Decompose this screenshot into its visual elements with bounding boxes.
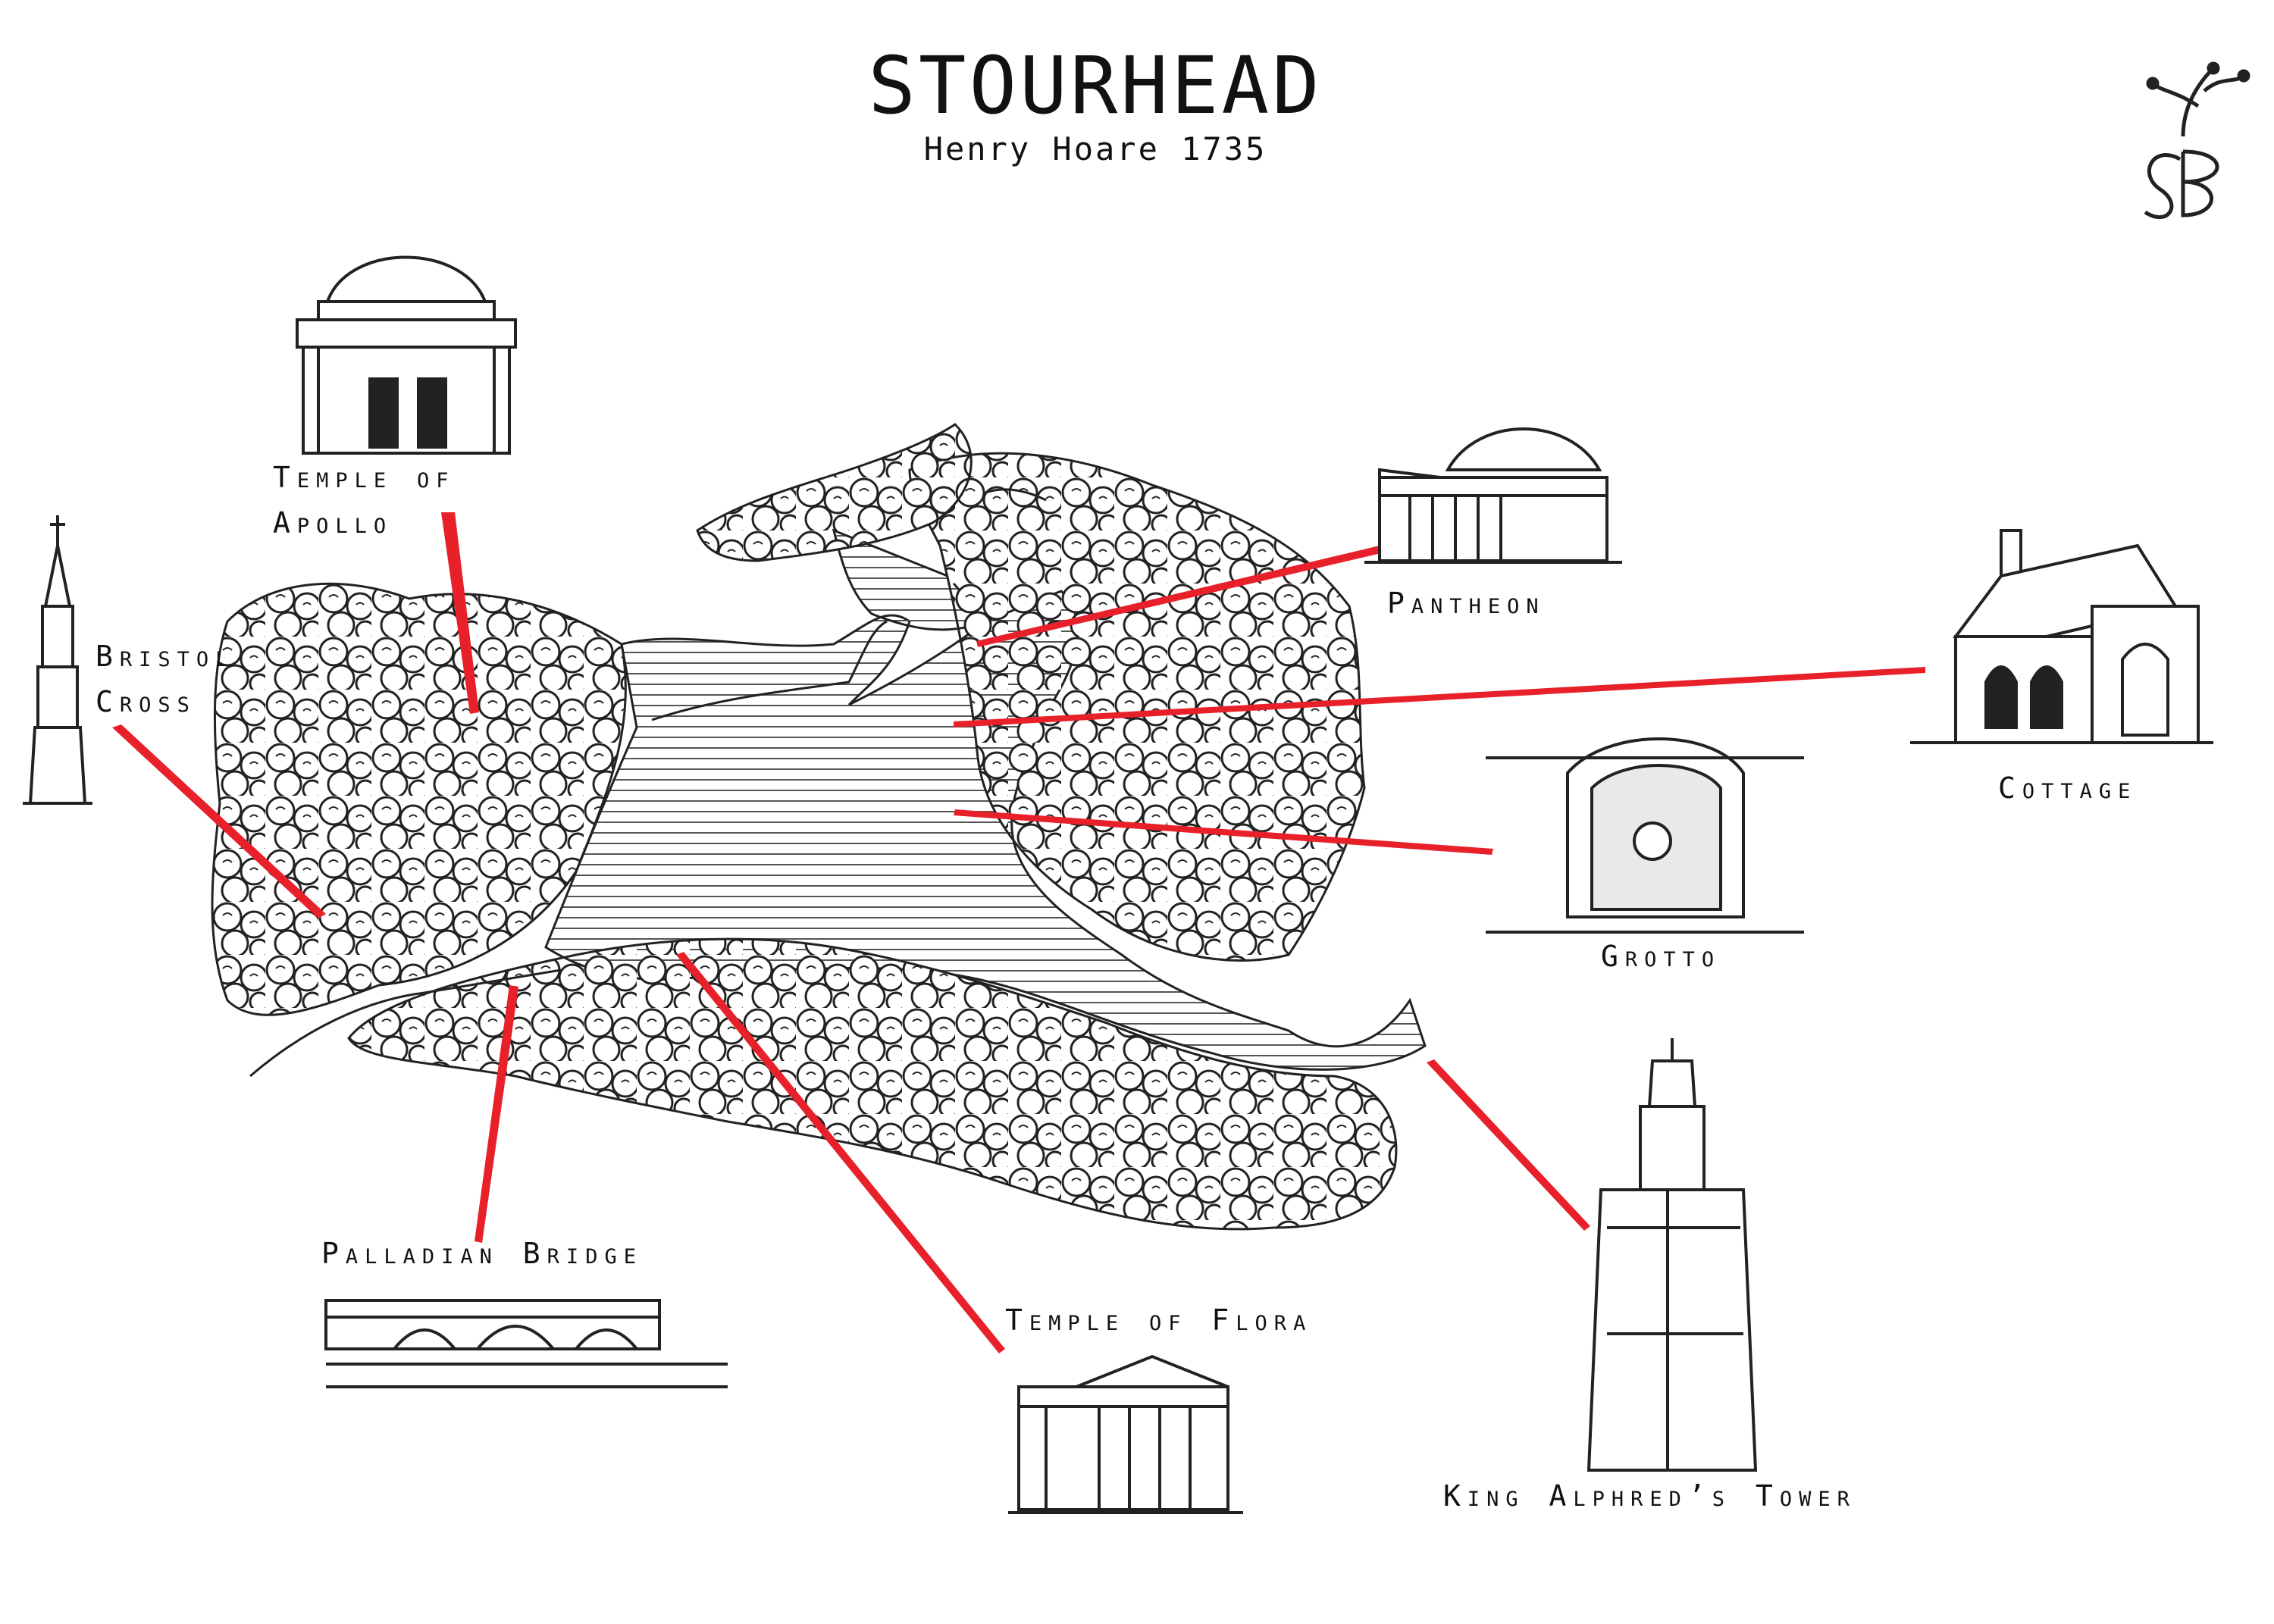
cottage-drawing <box>1910 529 2213 744</box>
king-alphreds-tower-drawing <box>1586 1038 1758 1472</box>
leader-lines <box>112 512 1925 1353</box>
leader-alphred <box>1427 1059 1590 1231</box>
label-line: Temple of Flora <box>1005 1303 1313 1337</box>
bristol-cross-drawing <box>23 515 92 805</box>
palladian-bridge-drawing <box>324 1299 728 1388</box>
temple-of-flora-drawing <box>1008 1354 1243 1514</box>
label-line: Temple of <box>273 461 456 494</box>
pantheon-drawing <box>1364 427 1622 564</box>
label-line: Pantheon <box>1387 587 1546 620</box>
grotto-drawing <box>1486 737 1804 934</box>
label-line: Cross <box>96 685 196 718</box>
leader-palladian <box>475 985 518 1243</box>
label-pantheon: Pantheon <box>1387 580 1546 626</box>
label-palladian-bridge: Palladian Bridge <box>321 1231 643 1276</box>
leader-pantheon <box>976 546 1381 647</box>
leader-apollo <box>441 512 479 714</box>
label-line: Palladian Bridge <box>321 1237 643 1270</box>
label-temple-of-flora: Temple of Flora <box>1005 1297 1312 1343</box>
label-line: King Alphred’s Tower <box>1443 1479 1856 1513</box>
label-temple-of-apollo: Temple of Apollo <box>273 455 456 546</box>
map-title: STOURHEAD <box>868 39 1323 132</box>
label-line: Apollo <box>273 506 393 540</box>
label-grotto: Grotto <box>1601 934 1721 979</box>
map-subtitle: Henry Hoare 1735 <box>923 130 1267 167</box>
temple-of-apollo-drawing <box>296 255 517 455</box>
leader-grotto <box>954 809 1493 855</box>
label-cottage: Cottage <box>1998 765 2137 811</box>
label-bristol-cross: Bristol Cross <box>96 634 234 724</box>
leader-cottage <box>954 667 1925 728</box>
leader-flora <box>676 952 1005 1353</box>
label-line: Cottage <box>1998 771 2138 805</box>
label-line: Grotto <box>1601 940 1721 973</box>
sb-logo <box>2144 61 2251 219</box>
leader-bristol <box>112 724 326 918</box>
label-king-alphreds-tower: King Alphred’s Tower <box>1443 1473 1856 1519</box>
label-line: Bristol <box>96 640 235 673</box>
garden-paths <box>249 488 1047 1078</box>
